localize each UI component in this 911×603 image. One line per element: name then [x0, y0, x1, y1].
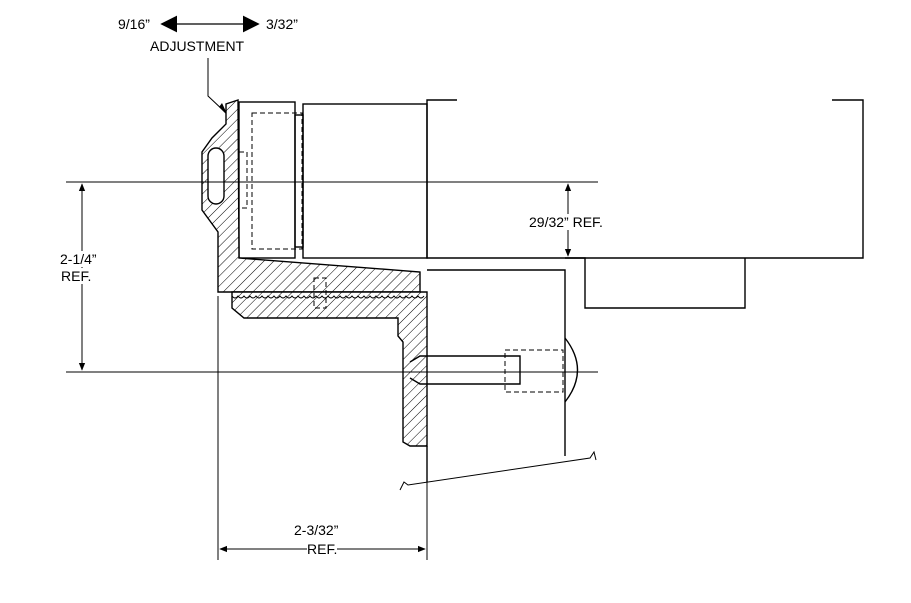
adjustment-leader: [207, 58, 226, 113]
cylinder-body: [302, 103, 428, 259]
cylinder-hidden: [251, 112, 303, 250]
frame-step: [565, 257, 746, 309]
adjustment-label: ADJUSTMENT: [150, 38, 245, 54]
bolt-hidden: [504, 349, 564, 393]
adjust-right-label: 3/32”: [266, 16, 298, 32]
dim-2-3-32-label: 2-3/32”: [294, 522, 339, 538]
bolt-head: [564, 337, 579, 403]
dim-2-3-32-ref: REF.: [307, 541, 338, 557]
frame-profile: [426, 99, 864, 259]
serrated-edge: [231, 295, 425, 299]
l-bracket: [201, 99, 421, 293]
cylinder-hidden-pin: [238, 151, 248, 209]
adjust-left-label: 9/16”: [118, 16, 150, 32]
dim-2-1-4-label: 2-1/4”: [60, 251, 97, 267]
set-screw: [313, 277, 327, 309]
dim-2-1-4-ref: REF.: [61, 268, 92, 284]
lower-bracket: [231, 291, 428, 447]
bracket-slot: [207, 147, 225, 205]
dim-29-32-label: 29/32” REF.: [529, 214, 603, 230]
door-edge: [427, 269, 566, 456]
bolt: [409, 355, 521, 385]
break-line: [399, 450, 597, 491]
